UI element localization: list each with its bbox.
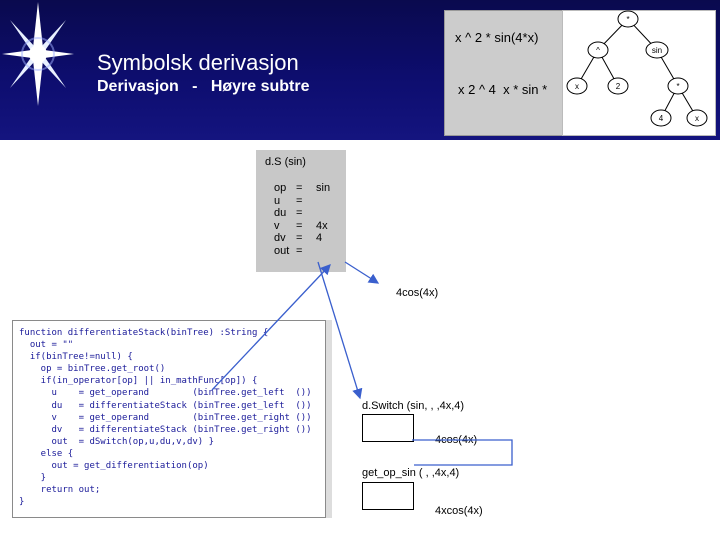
- arrow-frame-to-result: [345, 262, 378, 283]
- connector-dswitch-getop: [412, 440, 512, 465]
- arrow-frame-to-dswitch: [318, 262, 360, 398]
- arrow-code-to-frame: [212, 265, 330, 390]
